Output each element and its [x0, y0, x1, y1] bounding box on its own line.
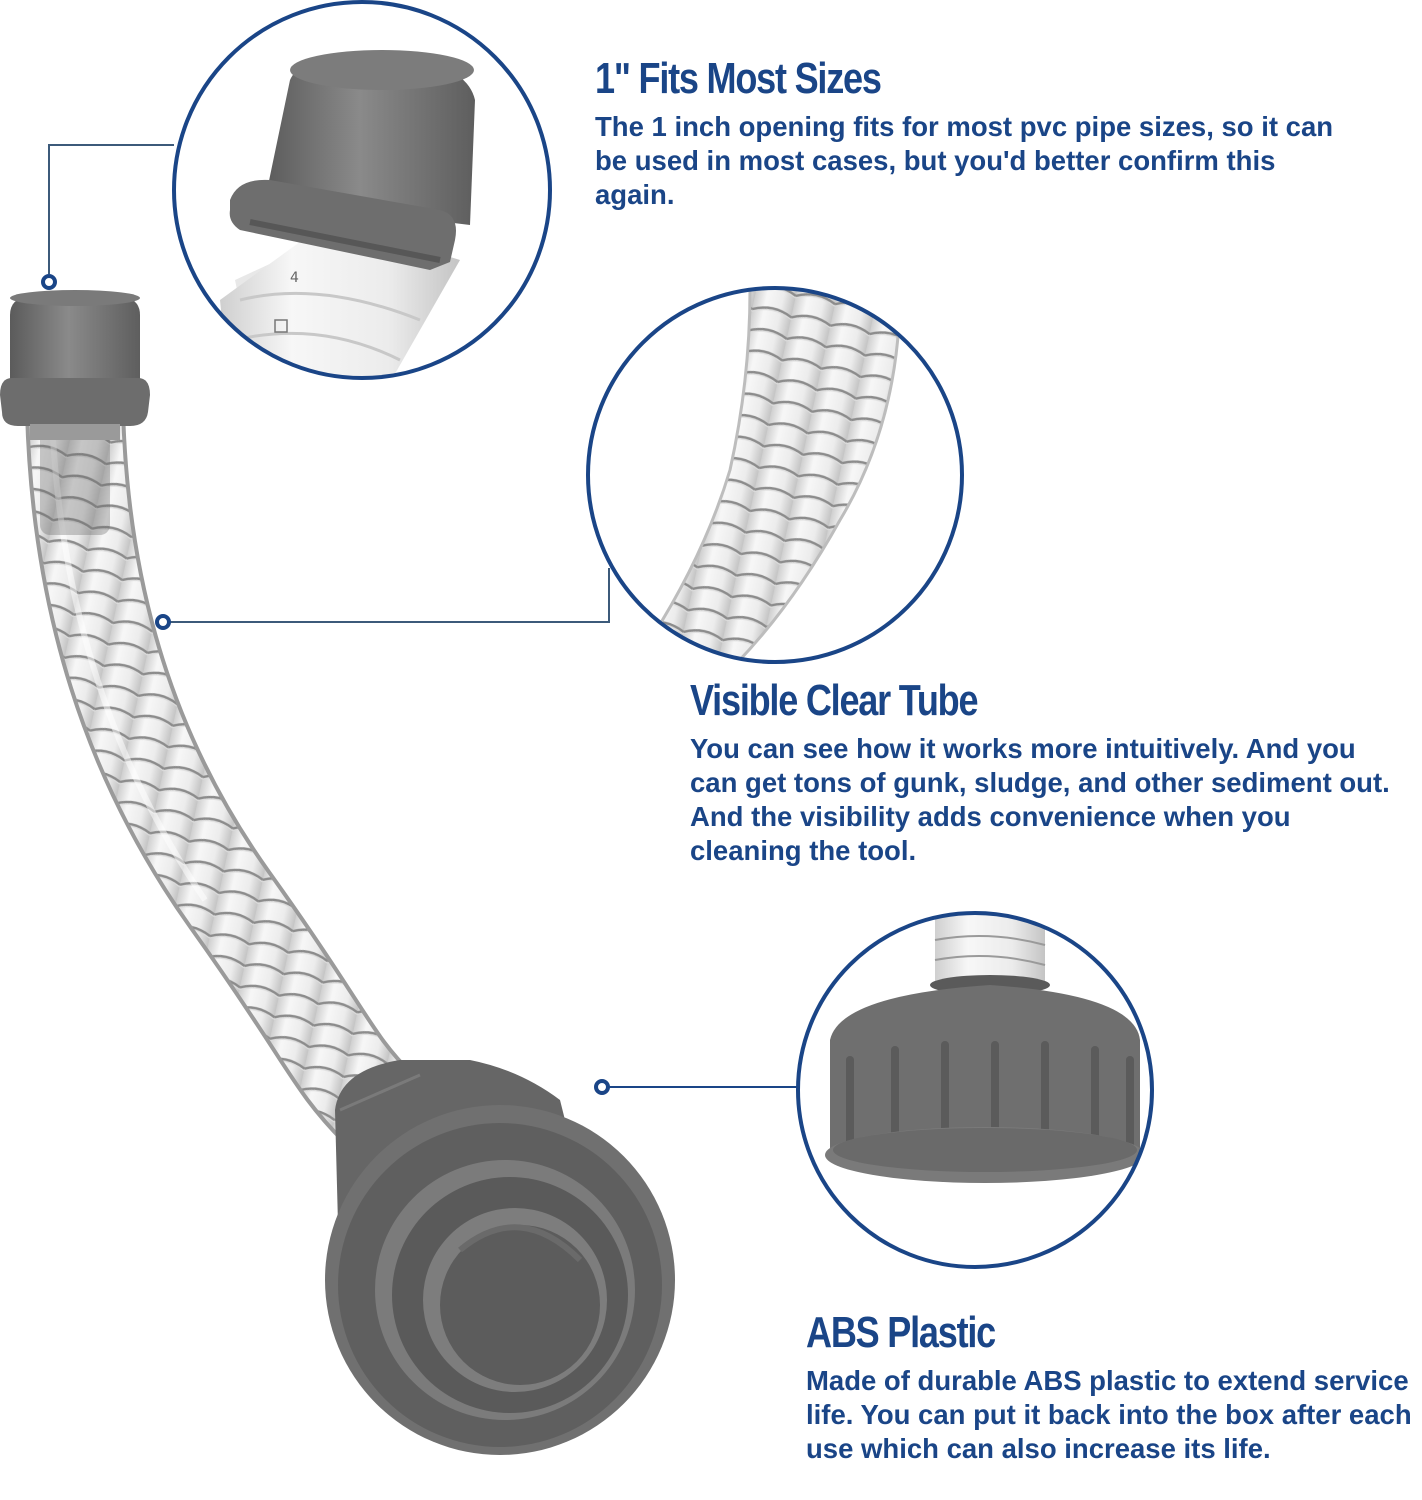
svg-text:4: 4	[290, 270, 299, 286]
feature-description: Made of durable ABS plastic to extend se…	[806, 1365, 1412, 1465]
detail-circle-fitting: 4	[172, 0, 552, 380]
threaded-cap	[325, 1060, 675, 1455]
detail-circle-clear-tube	[586, 286, 964, 664]
feature-title: ABS Plastic	[806, 1308, 996, 1357]
feature-visible-clear-tube: Visible Clear Tube You can see how it wo…	[690, 676, 1390, 868]
detail-circle-abs-cap	[796, 911, 1154, 1269]
feature-fits-most-sizes: 1" Fits Most Sizes The 1 inch opening fi…	[595, 54, 1355, 212]
callout-clear-tube	[155, 568, 610, 630]
main-hose	[25, 408, 416, 1146]
one-inch-fitting	[0, 290, 150, 440]
feature-description: You can see how it works more intuitivel…	[690, 733, 1390, 867]
feature-description: The 1 inch opening fits for most pvc pip…	[595, 111, 1334, 211]
callout-abs-cap	[594, 1079, 800, 1095]
feature-title: Visible Clear Tube	[690, 676, 979, 725]
feature-title: 1" Fits Most Sizes	[595, 54, 882, 103]
feature-abs-plastic: ABS Plastic Made of durable ABS plastic …	[806, 1308, 1422, 1466]
callout-fitting	[41, 144, 174, 290]
